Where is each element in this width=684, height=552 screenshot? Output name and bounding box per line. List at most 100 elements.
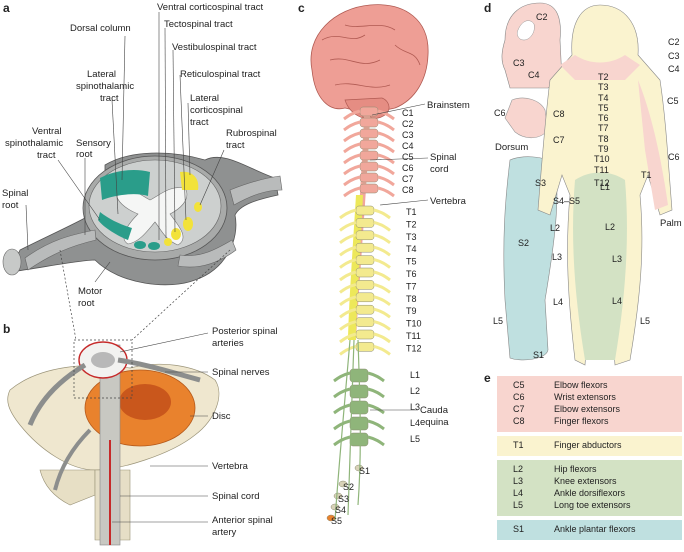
segment-label-T1: T1: [406, 207, 417, 217]
nerve-root-T7: [373, 282, 391, 294]
label-disc: Disc: [212, 411, 231, 422]
nerve-root-T10: [373, 320, 391, 331]
segment-label-C3: C3: [402, 130, 414, 140]
vertebra-T5: [355, 255, 375, 265]
nerve-root-C5: [377, 153, 395, 165]
label-posterior-spinal-1: Posterior spinal: [212, 326, 277, 337]
nerve-root-C6: [377, 164, 395, 176]
spinal-root-right: [229, 175, 283, 206]
dermatome-labels: C2C3C4C8C6C7S3S4–S5L2L3S2L4L5S1C2C3C4T2T…: [493, 12, 680, 360]
table-segment: L3: [513, 476, 523, 486]
label-ventral-spinothalamic-2: spinothalamic: [5, 138, 63, 149]
label-sensory-root-1: Sensory: [76, 138, 111, 149]
leader-rubrospinal: [199, 149, 225, 206]
table-segment: C5: [513, 380, 525, 390]
leader-reticulospinal: [179, 74, 187, 221]
sacral-vertebra-S2: [338, 480, 348, 488]
segment-label-T6: T6: [406, 269, 417, 279]
nerve-root-left-C4: [343, 142, 361, 154]
panel-c: c C1C2C3C4C5C6C7C8T1T2T3T4T5T6T7T8T9T10T…: [298, 1, 470, 526]
dermatome-label: T5: [598, 103, 609, 113]
segment-label-L2: L2: [410, 386, 420, 396]
nerve-root-T4: [373, 245, 391, 257]
vertebra-T4: [355, 242, 375, 253]
table-group-sacral: [497, 520, 682, 540]
label-ventral-spinothalamic-1: Ventral: [32, 126, 62, 137]
sacral-vertebra-S3: [333, 492, 343, 500]
label-rubrospinal-2: tract: [226, 140, 245, 151]
dermatome-label: C2: [668, 37, 680, 47]
segment-label-C1: C1: [402, 108, 414, 118]
table-function: Elbow flexors: [554, 380, 608, 390]
label-vestibulospinal: Vestibulospinal tract: [172, 42, 257, 53]
panel-letter-d: d: [484, 1, 491, 15]
table-segment: T1: [513, 440, 524, 450]
arm-cervical: [638, 80, 668, 210]
nerve-root-T12: [373, 344, 391, 356]
zoom-box: [73, 339, 133, 399]
label-cauda-equina-2: equina: [420, 417, 449, 428]
dermatome-label: T3: [598, 82, 609, 92]
segment-label-L5: L5: [410, 434, 420, 444]
label-lateral-corticospinal-2: corticospinal: [190, 105, 243, 116]
label-anterior-spinal-2: artery: [212, 527, 237, 538]
dermatome-label: T1: [641, 170, 652, 180]
nerve-root-C4: [377, 142, 395, 154]
zoom-line-left: [59, 249, 77, 341]
motor-root-right: [177, 239, 237, 268]
segment-label-C8: C8: [402, 185, 414, 195]
dermatome-label: T4: [598, 93, 609, 103]
nerve-root-left-C8: [343, 186, 361, 198]
table-segment: S1: [513, 524, 524, 534]
vertebra-T6: [355, 267, 375, 278]
segment-label-T9: T9: [406, 306, 417, 316]
leader-lateral-spinothalamic: [111, 99, 119, 215]
leader-vestibulospinal: [172, 49, 176, 233]
table-segment: L5: [513, 500, 523, 510]
nerve-root-left-T5: [339, 258, 357, 269]
dermatome-label: L2: [550, 223, 560, 233]
sacral-vertebra-S4: [330, 503, 340, 511]
segment-label-T10: T10: [406, 319, 422, 329]
nerve-root-left-C7: [343, 175, 361, 187]
nerve-root-left-T2: [339, 220, 357, 232]
dorsal-column-tract: [100, 170, 150, 200]
dermatome-label: S2: [518, 238, 529, 248]
panel-letter-c: c: [298, 1, 305, 15]
dermatome-label: C2: [536, 12, 548, 22]
dermatome-label: C5: [667, 96, 679, 106]
segment-label-S3: S3: [338, 494, 349, 504]
panel-letter-b: b: [3, 322, 10, 336]
nerve-root-left-T1: [339, 208, 357, 220]
dermatome-label: S1: [533, 350, 544, 360]
vertebral-column: [326, 106, 395, 522]
table-function: Elbow extensors: [554, 404, 621, 414]
vertebra-T2: [355, 218, 375, 228]
label-spinal-cord-c-1: Spinal: [430, 152, 456, 163]
dermatome-label: T2: [598, 72, 609, 82]
table-segment: C7: [513, 404, 525, 414]
segment-label-S4: S4: [335, 505, 346, 515]
leader-brainstem: [371, 103, 426, 116]
vertebra-C2: [359, 117, 379, 128]
table-function: Ankle dorsiflexors: [554, 488, 626, 498]
label-motor-root-1: Motor: [78, 286, 102, 297]
nerve-root-L1: [367, 371, 385, 383]
nerve-root-left-L4: [333, 419, 351, 431]
dermatome-label: T10: [594, 154, 610, 164]
label-tectospinal: Tectospinal tract: [164, 19, 233, 30]
segment-label-L4: L4: [410, 418, 420, 428]
dermatome-label: T6: [598, 113, 609, 123]
label-vertebra-c: Vertebra: [430, 196, 467, 207]
reticulospinal-tract: [183, 217, 193, 231]
sacral-vertebra-S1: [354, 464, 364, 472]
nerve-root-left-C5: [343, 153, 361, 165]
leader-vertebra-c: [379, 199, 429, 206]
table-function: Finger flexors: [554, 416, 609, 426]
panel-d: d C2C3C4C8C6C7S3S4–S5L2L3S2L4L5S1C2C3C4T…: [484, 1, 682, 366]
label-palm: Palm: [660, 218, 682, 229]
table-group-cervical: [497, 376, 682, 432]
table-function: Ankle plantar flexors: [554, 524, 636, 534]
